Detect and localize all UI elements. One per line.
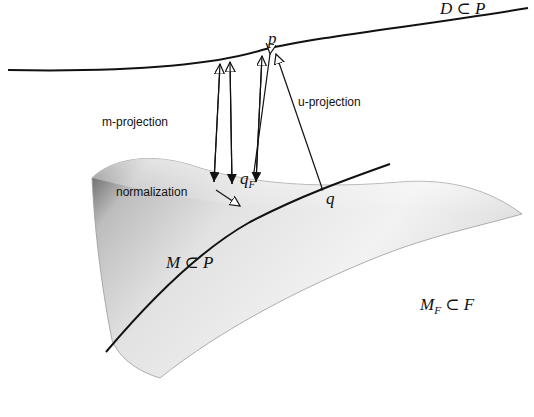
point-label: qF — [240, 170, 255, 190]
set-label: M ⊂ P — [166, 254, 213, 273]
point-label: q — [326, 190, 335, 209]
point-label: p — [268, 30, 277, 49]
projection-label: m-projection — [102, 116, 168, 129]
set-label: D ⊂ P — [440, 0, 485, 19]
operation-label: normalization — [116, 186, 187, 199]
set-label: MF ⊂ F — [420, 296, 474, 316]
projection-label: u-projection — [298, 96, 361, 109]
